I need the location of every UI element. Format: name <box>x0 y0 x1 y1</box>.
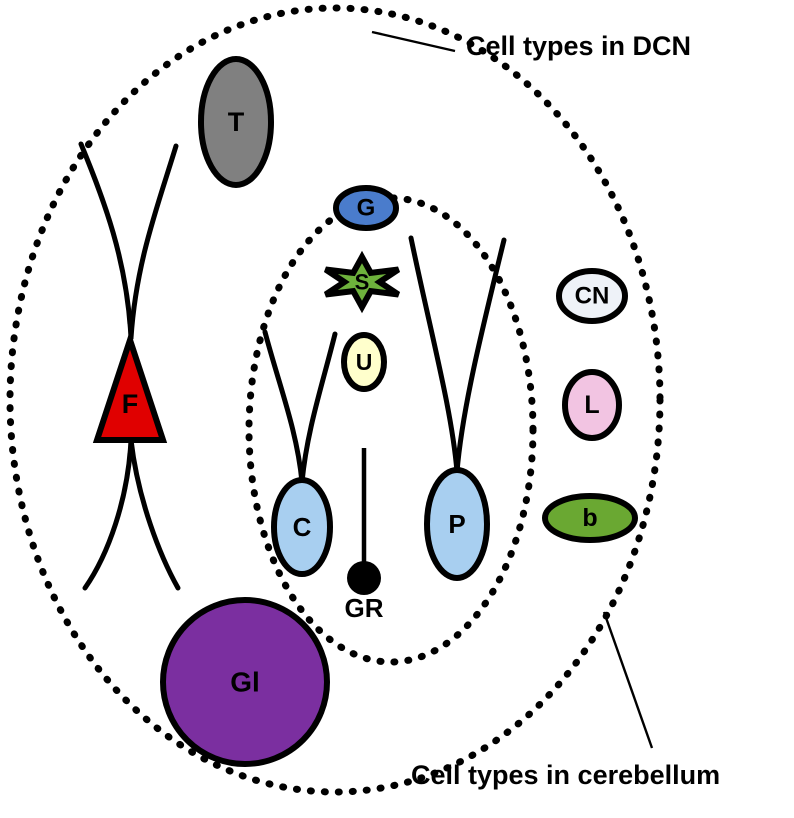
neurite-f-axon-right <box>128 437 181 591</box>
neurite-f-dendrite-right <box>128 143 179 341</box>
cell-l-label: L <box>584 391 599 419</box>
dcn-annotation-label: Cell types in DCN <box>466 31 691 61</box>
neurite-c-dendrite-left <box>262 329 305 485</box>
annotation-group: Cell types in DCN Cell types in cerebell… <box>371 30 720 790</box>
cell-t-label: T <box>228 107 245 137</box>
cell-p-body[interactable] <box>424 467 490 581</box>
cell-c-body[interactable] <box>271 477 333 577</box>
cell-f[interactable]: F <box>92 330 168 443</box>
cell-s-label: S <box>355 270 370 295</box>
neurite-group <box>78 141 507 591</box>
cell-gl-label: Gl <box>230 667 260 698</box>
cell-t-body[interactable] <box>198 56 274 188</box>
cell-group: T F Gl G S U <box>92 56 638 767</box>
cell-b[interactable]: b <box>542 493 638 543</box>
cell-cn-body[interactable] <box>556 268 628 324</box>
cell-cn-label: CN <box>575 283 610 310</box>
cerebellum-annotation-label: Cell types in cerebellum <box>411 760 720 790</box>
cell-gr[interactable]: GR <box>345 561 384 623</box>
cell-f-body[interactable] <box>92 330 168 443</box>
cell-p[interactable]: P <box>424 467 490 581</box>
cell-l-body[interactable] <box>562 369 622 441</box>
cell-gl[interactable]: Gl <box>160 597 330 767</box>
cell-c[interactable]: C <box>271 477 333 577</box>
cell-gr-label: GR <box>345 593 384 623</box>
cell-u[interactable]: U <box>341 332 387 392</box>
cell-t[interactable]: T <box>198 56 274 188</box>
neurite-f-axon-left <box>82 437 134 591</box>
neurite-c-dendrite-right <box>299 331 338 485</box>
cell-l[interactable]: L <box>562 369 622 441</box>
cell-cn[interactable]: CN <box>556 268 628 324</box>
cell-s-body[interactable] <box>323 250 401 314</box>
cell-g-label: G <box>357 195 376 222</box>
cerebellum-annotation-leader-line <box>602 611 654 749</box>
cell-p-label: P <box>448 509 465 539</box>
cell-u-body[interactable] <box>341 332 387 392</box>
cell-c-label: C <box>293 512 312 542</box>
cell-g[interactable]: G <box>333 185 399 231</box>
cell-gr-body[interactable] <box>347 561 381 595</box>
neurite-p-dendrite-left <box>408 235 460 475</box>
cell-f-label: F <box>122 389 139 419</box>
neurite-f-dendrite-left <box>78 141 134 341</box>
cell-g-body[interactable] <box>333 185 399 231</box>
cerebellum-region-boundary <box>6 4 664 796</box>
cell-b-label: b <box>582 504 597 532</box>
dcn-annotation-leader-line <box>371 30 456 53</box>
cell-u-label: U <box>356 349 373 375</box>
cell-b-body[interactable] <box>542 493 638 543</box>
cell-s[interactable]: S <box>323 250 401 314</box>
cell-gl-body[interactable] <box>160 597 330 767</box>
neurite-p-dendrite-right <box>454 237 507 475</box>
